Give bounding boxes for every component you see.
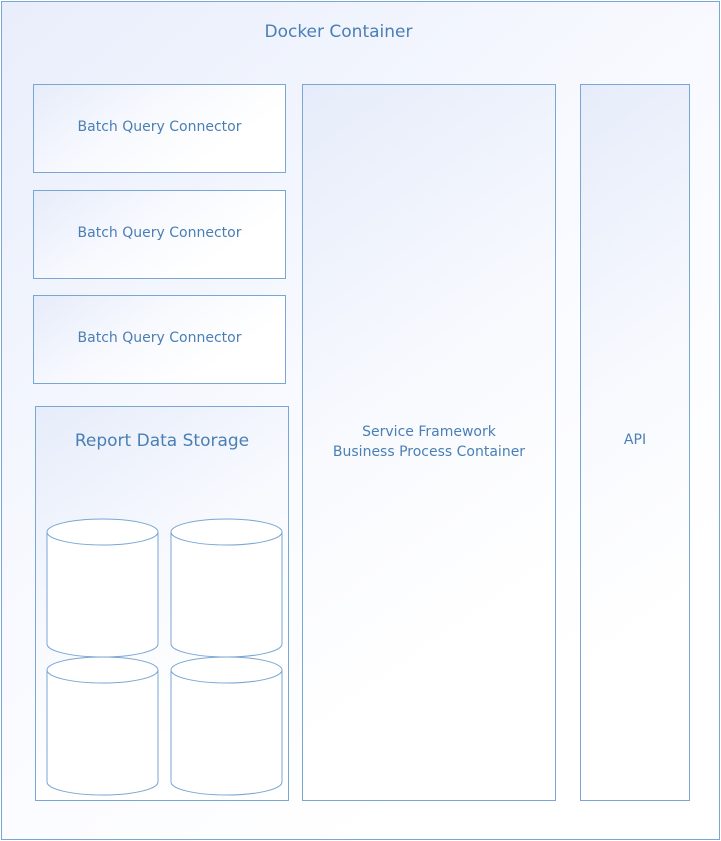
database-cylinder-icon <box>170 518 283 658</box>
service-framework-container: Service Framework Business Process Conta… <box>302 84 556 801</box>
batch-query-connector-label: Batch Query Connector <box>77 119 242 135</box>
database-cylinder-icon <box>46 656 159 796</box>
batch-query-connector-2: Batch Query Connector <box>33 190 286 279</box>
batch-query-connector-label: Batch Query Connector <box>77 225 242 241</box>
batch-query-connector-label: Batch Query Connector <box>77 330 242 346</box>
batch-query-connector-1: Batch Query Connector <box>33 84 286 173</box>
batch-query-connector-3: Batch Query Connector <box>33 295 286 384</box>
api-label: API <box>623 432 647 448</box>
report-data-storage-title: Report Data Storage <box>74 431 250 451</box>
service-framework-label: Service Framework Business Process Conta… <box>332 424 526 460</box>
database-cylinder-icon <box>46 518 159 658</box>
database-cylinder-icon <box>170 656 283 796</box>
report-data-storage: Report Data Storage <box>35 406 289 801</box>
database-cylinders <box>46 518 283 796</box>
docker-container-title: Docker Container <box>264 22 413 42</box>
api-box: API <box>580 84 690 801</box>
